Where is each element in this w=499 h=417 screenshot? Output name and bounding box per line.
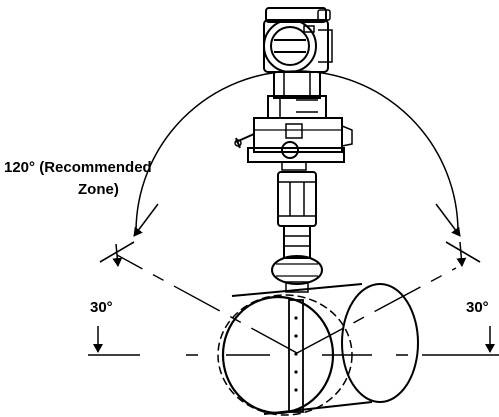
left-angle-label: 30°: [90, 299, 113, 316]
pressure-transmitter: [234, 7, 353, 293]
right-angle-label: 30°: [466, 299, 489, 316]
zone-label-line2: Zone): [78, 181, 119, 198]
zone-arrows: [133, 203, 461, 237]
zone-label-line1: 120° (Recommended: [4, 159, 152, 176]
angle-geometry: [88, 70, 499, 356]
right-angle-dimension: [445, 241, 495, 353]
left-angle-dimension: [93, 241, 135, 353]
